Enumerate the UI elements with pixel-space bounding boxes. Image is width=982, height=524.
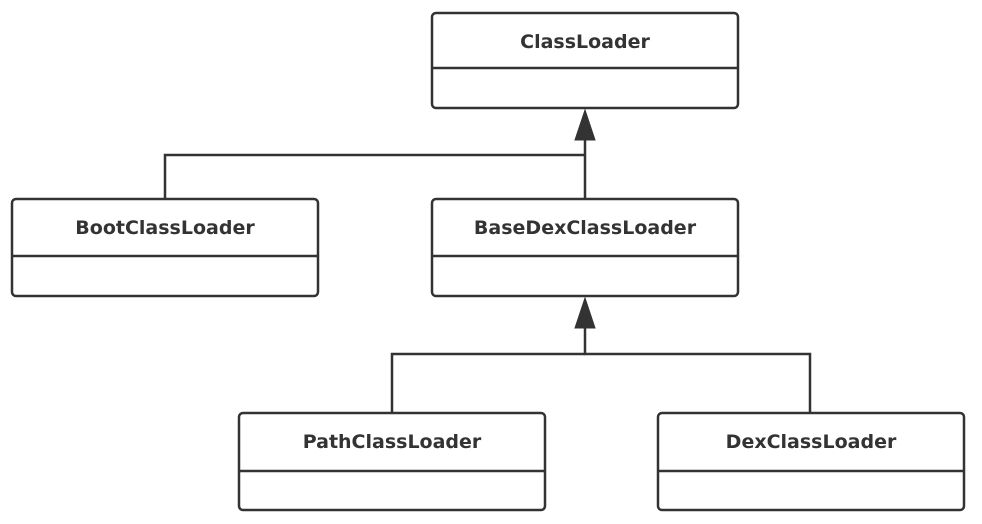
class-name-bootclassloader: BootClassLoader	[75, 217, 255, 239]
class-name-pathclassloader: PathClassLoader	[303, 431, 482, 453]
connector-bootclassloader-to-classloader	[163, 153, 585, 199]
inheritance-arrowhead-basedexclassloader	[574, 296, 596, 329]
class-box-bootclassloader[interactable]: BootClassLoader	[10, 197, 320, 298]
class-box-classloader[interactable]: ClassLoader	[430, 11, 740, 110]
class-box-basedexclassloader[interactable]: BaseDexClassLoader	[430, 197, 740, 298]
inheritance-arrowhead-classloader	[574, 108, 596, 141]
class-name-dexclassloader: DexClassLoader	[726, 431, 897, 453]
class-name-basedexclassloader: BaseDexClassLoader	[474, 217, 697, 239]
connector-dexclassloader-to-basedexclassloader	[583, 327, 812, 413]
connectors	[163, 108, 812, 413]
class-box-pathclassloader[interactable]: PathClassLoader	[237, 411, 547, 512]
class-box-dexclassloader[interactable]: DexClassLoader	[656, 411, 966, 512]
connector-pathclassloader-to-basedexclassloader	[390, 352, 585, 413]
class-name-classloader: ClassLoader	[520, 31, 650, 53]
